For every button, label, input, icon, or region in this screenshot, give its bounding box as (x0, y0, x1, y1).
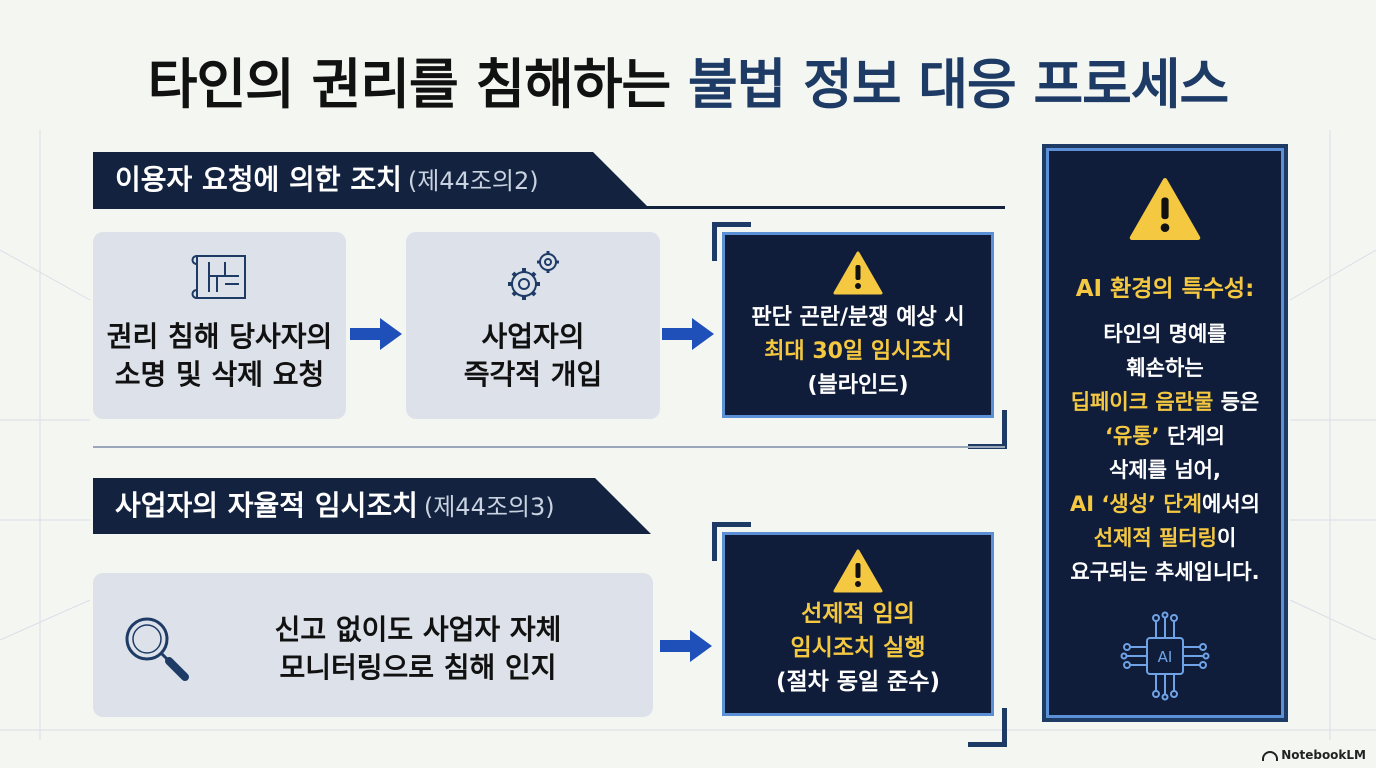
side-body: 타인의 명예를 훼손하는 딥페이크 음란물 등은 ‘유통’ 단계의 삭제를 넘어… (1049, 317, 1281, 589)
step1-line1: 권리 침해 당사자의 (106, 320, 333, 353)
step3-box: 판단 곤란/분쟁 예상 시 최대 30일 임시조치 (블라인드) (722, 232, 994, 418)
title-accent: 불법 정보 대응 프로세스 (688, 53, 1229, 116)
side-line8: 요구되는 추세입니다. (1070, 560, 1260, 584)
side-line7-highlight: 선제적 필터링 (1093, 526, 1217, 550)
section2-label: 사업자의 자율적 임시조치 (115, 489, 418, 522)
warning-icon (1129, 178, 1201, 240)
step3-line2: 최대 30일 임시조치 (764, 339, 952, 364)
side-line7-rest: 이 (1216, 526, 1237, 550)
corner-bracket (712, 522, 751, 561)
section2-sub: (제44조의3) (423, 493, 555, 521)
step3-line1: 판단 곤란/분쟁 예상 시 (751, 305, 965, 330)
step3-line3: (블라인드) (807, 373, 909, 398)
section1-rule (93, 206, 1005, 209)
step4-line1: 신고 없이도 사업자 자체 (274, 613, 562, 646)
side-line6-highlight: AI ‘생성’ 단계 (1070, 492, 1202, 516)
ai-side-panel: AI 환경의 특수성: 타인의 명예를 훼손하는 딥페이크 음란물 등은 ‘유통… (1042, 144, 1288, 722)
step5-box: 선제적 임의 임시조치 실행 (절차 동일 준수) (722, 532, 994, 716)
arrow-right-icon (662, 318, 714, 350)
step1-card: 권리 침해 당사자의 소명 및 삭제 요청 (93, 232, 346, 419)
arrow-right-icon (350, 318, 402, 350)
svg-text:AI: AI (1158, 648, 1173, 666)
magnifier-icon (125, 617, 189, 681)
step5-line2: 임시조치 실행 (790, 635, 926, 661)
brand-label: NotebookLM (1262, 748, 1366, 762)
section2-banner: 사업자의 자율적 임시조치(제44조의3) (93, 478, 651, 534)
page-title: 타인의 권리를 침해하는 불법 정보 대응 프로세스 (0, 40, 1376, 119)
side-line4-highlight: ‘유통’ (1105, 424, 1160, 448)
side-line2: 훼손하는 (1126, 356, 1204, 380)
gears-icon (508, 251, 559, 300)
section1-label: 이용자 요청에 의한 조치 (115, 163, 402, 196)
notebooklm-logo-icon (1262, 750, 1279, 761)
ai-chip-icon: AI (1120, 611, 1210, 701)
title-main: 타인의 권리를 침해하는 (147, 53, 688, 116)
section1-sub: (제44조의2) (407, 167, 539, 195)
step4-card: 신고 없이도 사업자 자체 모니터링으로 침해 인지 (93, 573, 653, 717)
side-line5: 삭제를 넘어, (1109, 458, 1221, 482)
step2-line2: 즉각적 개입 (463, 358, 603, 391)
corner-bracket (712, 222, 751, 261)
corner-bracket (968, 708, 1007, 747)
side-line1: 타인의 명예를 (1103, 322, 1227, 346)
section-divider (93, 446, 1005, 448)
side-line3-highlight: 딥페이크 음란물 (1070, 390, 1214, 414)
arrow-right-icon (660, 630, 712, 662)
section1-banner: 이용자 요청에 의한 조치(제44조의2) (93, 152, 649, 208)
step2-line1: 사업자의 (481, 320, 585, 353)
blueprint-icon (191, 255, 246, 299)
step5-line1: 선제적 임의 (801, 601, 915, 627)
side-line4-rest: 단계의 (1159, 424, 1225, 448)
side-title: AI 환경의 특수성: (1075, 276, 1255, 302)
step4-line2: 모니터링으로 침해 인지 (279, 651, 557, 684)
step2-card: 사업자의 즉각적 개입 (406, 232, 660, 419)
step1-line2: 소명 및 삭제 요청 (114, 358, 325, 391)
side-line3-rest: 등은 (1213, 390, 1260, 414)
step5-line3: (절차 동일 준수) (776, 669, 940, 695)
side-line6-rest: 에서의 (1201, 492, 1260, 516)
warning-icon (833, 251, 883, 295)
warning-icon (833, 549, 883, 593)
